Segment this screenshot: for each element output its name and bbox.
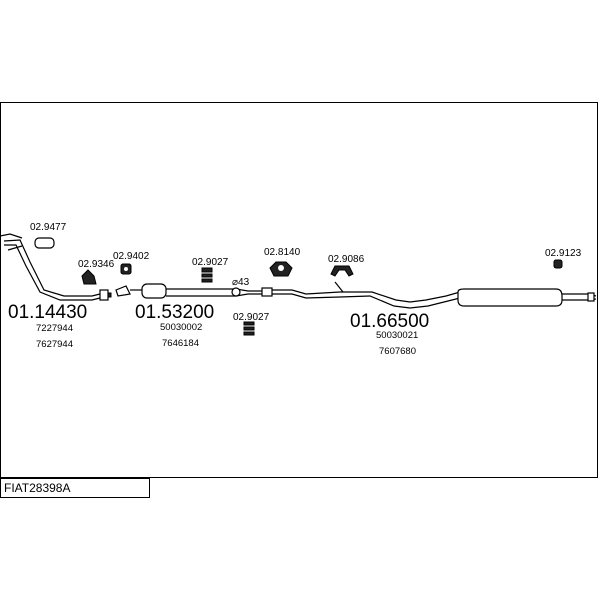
part-number-3: 01.66500	[350, 311, 429, 332]
accessory-label-2: 02.9346	[78, 259, 115, 270]
mounting-bracket-icon	[269, 261, 293, 277]
centre-silencer	[115, 283, 262, 299]
part-ref-1a: 7227944	[36, 323, 73, 334]
accessory-label-1: 02.9477	[30, 222, 67, 233]
rear-silencer	[261, 281, 597, 309]
part-ref-1b: 7627944	[36, 339, 73, 350]
part-number-2: 01.53200	[135, 302, 214, 323]
accessory-label-3: 02.9402	[113, 251, 150, 262]
part-ref-3a: 50030021	[376, 330, 418, 341]
accessory-label-6: 02.8140	[264, 247, 301, 258]
accessory-label-5: 02.9027	[233, 312, 270, 323]
part-ref-2a: 50030002	[160, 322, 202, 333]
accessory-label-4: 02.9027	[192, 257, 229, 268]
accessory-label-7: 02.9086	[328, 254, 365, 265]
spring-icon	[201, 267, 213, 283]
spring-icon-2	[243, 321, 255, 336]
kit-code-label: FIAT28398A	[0, 478, 150, 498]
clamp-icon	[34, 237, 55, 249]
diagram-frame	[0, 102, 598, 478]
bracket-icon	[81, 269, 97, 285]
part-ref-2b: 7646184	[162, 338, 199, 349]
part-number-1: 01.14430	[8, 302, 87, 323]
front-pipe	[0, 233, 112, 301]
accessory-label-8: 02.9123	[545, 248, 582, 259]
rubber-ring-icon	[330, 265, 354, 277]
rubber-hanger-icon	[120, 263, 132, 275]
part-ref-3b: 7607680	[379, 346, 416, 357]
hanger-icon	[553, 259, 563, 269]
diameter-label: ⌀43	[232, 277, 250, 288]
